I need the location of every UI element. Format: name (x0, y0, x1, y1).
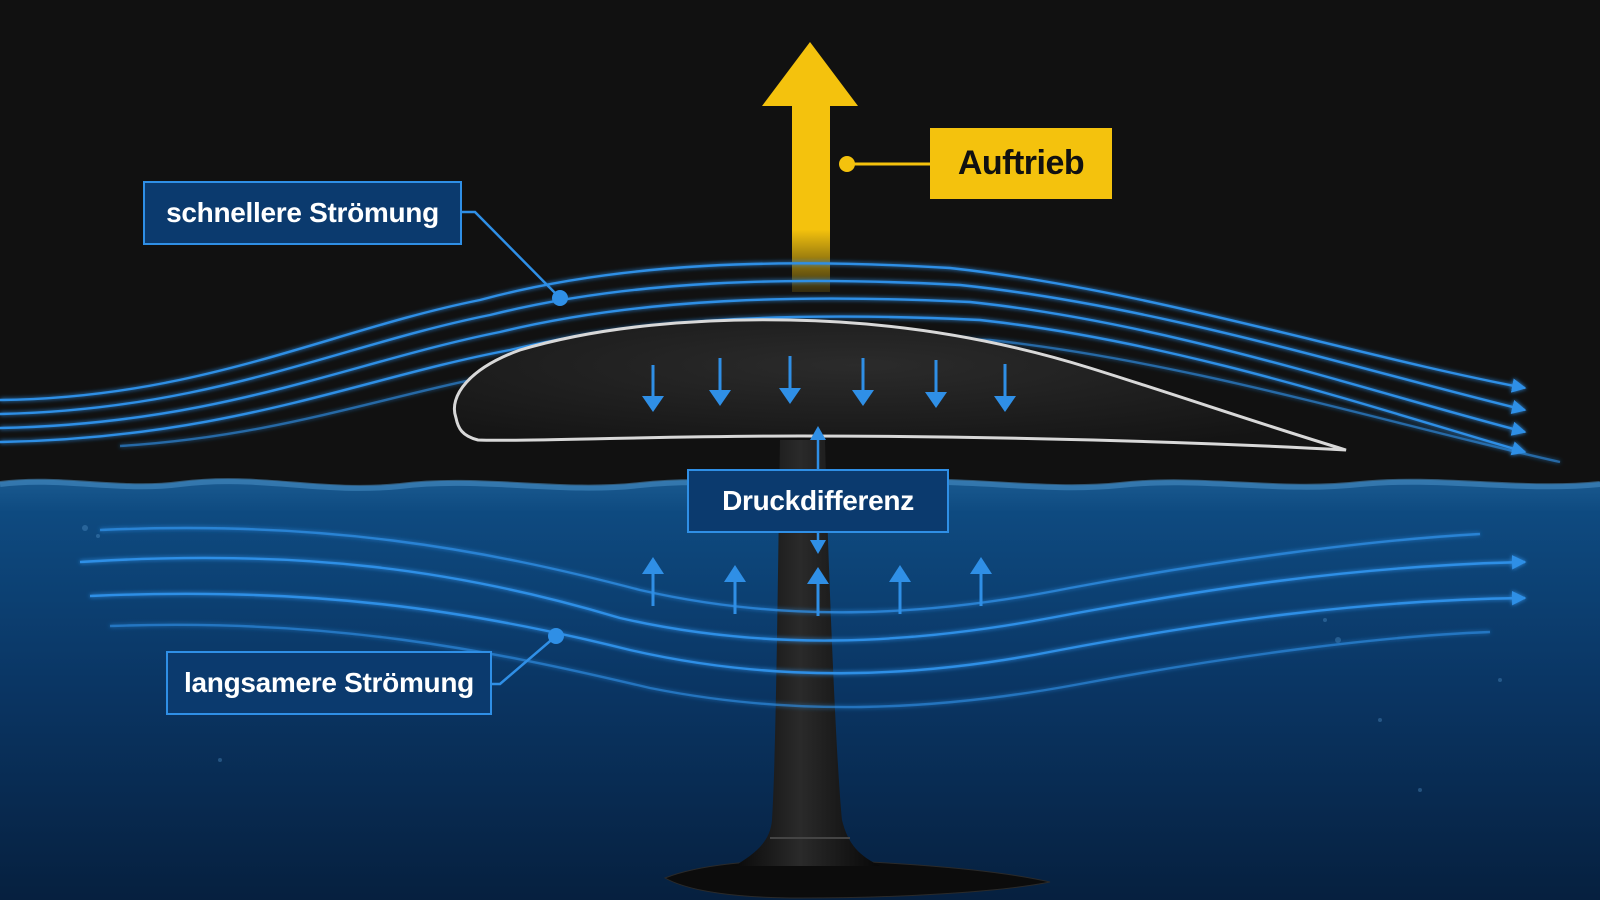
foil-mast (735, 440, 880, 866)
pressure-arrows-down (642, 356, 1016, 412)
slow-flow-label: langsamere Strömung (166, 651, 492, 715)
fast-flow-leader-dot-icon (552, 290, 568, 306)
fast-flow-leader-line (462, 210, 561, 299)
lower-streamlines (79, 526, 1527, 709)
fast-flow-label: schnellere Strömung (143, 181, 462, 245)
pressure-arrows-up (642, 557, 992, 616)
lift-leader-dot-icon (839, 156, 855, 172)
slow-flow-leader-line (492, 635, 557, 686)
lift-arrow-icon (762, 42, 858, 292)
pressure-difference-label: Druckdifferenz (687, 469, 949, 533)
lift-label: Auftrieb (930, 128, 1112, 199)
water-bubbles (82, 525, 1502, 792)
slow-flow-leader-dot-icon (548, 628, 564, 644)
hydrofoil-wing (453, 318, 1347, 452)
